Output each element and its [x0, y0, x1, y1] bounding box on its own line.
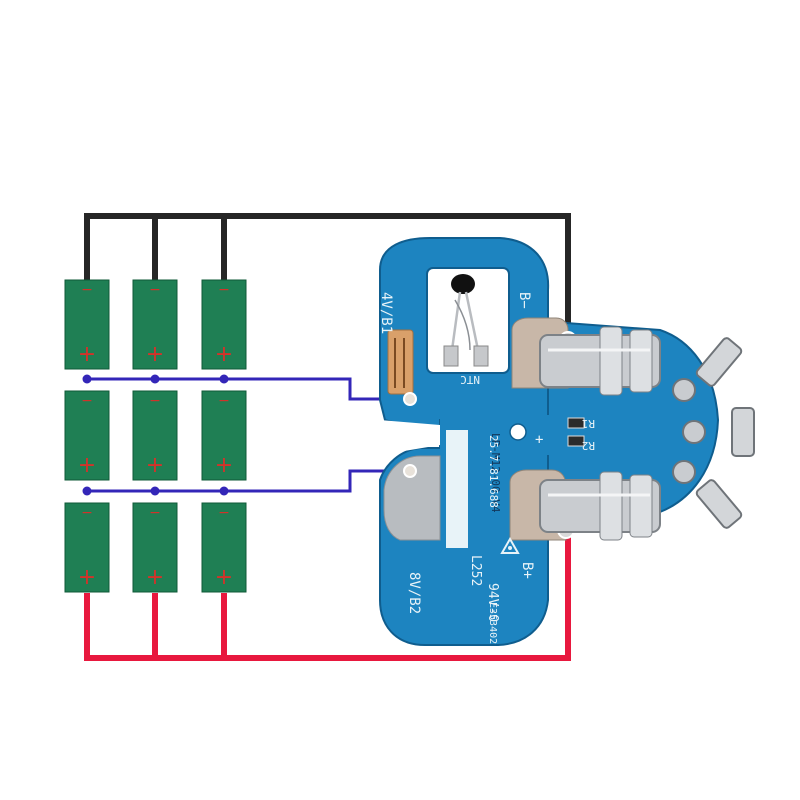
cell-plus-mark: + [215, 453, 233, 478]
cell-body [201, 390, 247, 481]
battery-cell: −+ [201, 279, 247, 370]
battery-cell: −+ [132, 390, 178, 481]
cell-minus-mark: − [149, 505, 161, 521]
cell-plus-mark: + [146, 342, 164, 367]
cell-body [201, 279, 247, 370]
label-date: 25.7.81.688 [487, 435, 500, 508]
battery-cell: −+ [201, 502, 247, 593]
spring-tabs [695, 337, 755, 529]
label-cert: E353402 [487, 602, 498, 644]
label-code: L252 [468, 555, 483, 586]
battery-cell: −+ [132, 279, 178, 370]
bms-board: 4V/B1 NTC B− R1 R2 + LP-M12-00-V4 25.7.8… [378, 237, 755, 646]
upper-barrel-connector [539, 326, 661, 396]
cell-minus-mark: − [81, 505, 93, 521]
cell-minus-mark: − [218, 282, 230, 298]
cell-body [64, 502, 110, 593]
resistor-r2 [567, 435, 585, 447]
resistor-r1 [567, 417, 585, 429]
cell-minus-mark: − [81, 393, 93, 409]
cell-plus-mark: + [146, 565, 164, 590]
junction-dot [150, 486, 160, 496]
balance-wire-b2 [87, 469, 410, 493]
junction-dot [219, 486, 229, 496]
cell-plus-mark: + [146, 453, 164, 478]
recycle-icon [500, 536, 520, 554]
cell-minus-mark: − [149, 282, 161, 298]
positive-wire [84, 530, 571, 661]
cell-grid: −+−+−+−+−+−+−+−+−+ [64, 279, 247, 593]
cell-body [201, 502, 247, 593]
cell-minus-mark: − [149, 393, 161, 409]
label-r2: R2 [582, 439, 595, 452]
b2-solder-point [403, 464, 417, 478]
junction-dot [82, 486, 92, 496]
b2-pad [383, 455, 441, 541]
cell-plus-mark: + [215, 565, 233, 590]
cell-plus-mark: + [215, 342, 233, 367]
signal-contacts [672, 378, 706, 484]
cell-minus-mark: − [81, 282, 93, 298]
battery-cell: −+ [64, 502, 110, 593]
negative-wire [84, 213, 571, 340]
cell-body [132, 279, 178, 370]
junction-dot [82, 374, 92, 384]
junction-dot [219, 374, 229, 384]
cell-body [132, 502, 178, 593]
cell-plus-mark: + [78, 342, 96, 367]
cell-minus-mark: − [218, 505, 230, 521]
label-model: LP-M12-00-V4 [489, 433, 502, 513]
cell-body [64, 279, 110, 370]
b1-solder-point [403, 392, 417, 406]
lower-barrel-connector [539, 471, 661, 541]
battery-cell: −+ [64, 390, 110, 481]
label-bminus: B− [516, 292, 532, 309]
label-b2: 8V/B2 [406, 572, 422, 614]
model-label-strip [446, 430, 468, 548]
label-b1: 4V/B1 [378, 292, 394, 334]
ntc-thermistor [443, 274, 489, 367]
junction-dots [82, 374, 229, 496]
label-bplus: B+ [519, 562, 535, 579]
cell-body [64, 390, 110, 481]
battery-cell: −+ [201, 390, 247, 481]
label-rating: 94V-0 [485, 583, 500, 622]
mounting-hole [509, 423, 527, 441]
cell-plus-mark: + [78, 453, 96, 478]
label-r1: R1 [582, 417, 595, 430]
b1-pad [387, 329, 417, 406]
cell-plus-mark: + [78, 565, 96, 590]
label-plus-small: + [535, 432, 543, 448]
junction-dot [150, 374, 160, 384]
cell-body [132, 390, 178, 481]
battery-cell: −+ [64, 279, 110, 370]
label-ntc: NTC [460, 373, 480, 386]
cell-minus-mark: − [218, 393, 230, 409]
battery-cell: −+ [132, 502, 178, 593]
